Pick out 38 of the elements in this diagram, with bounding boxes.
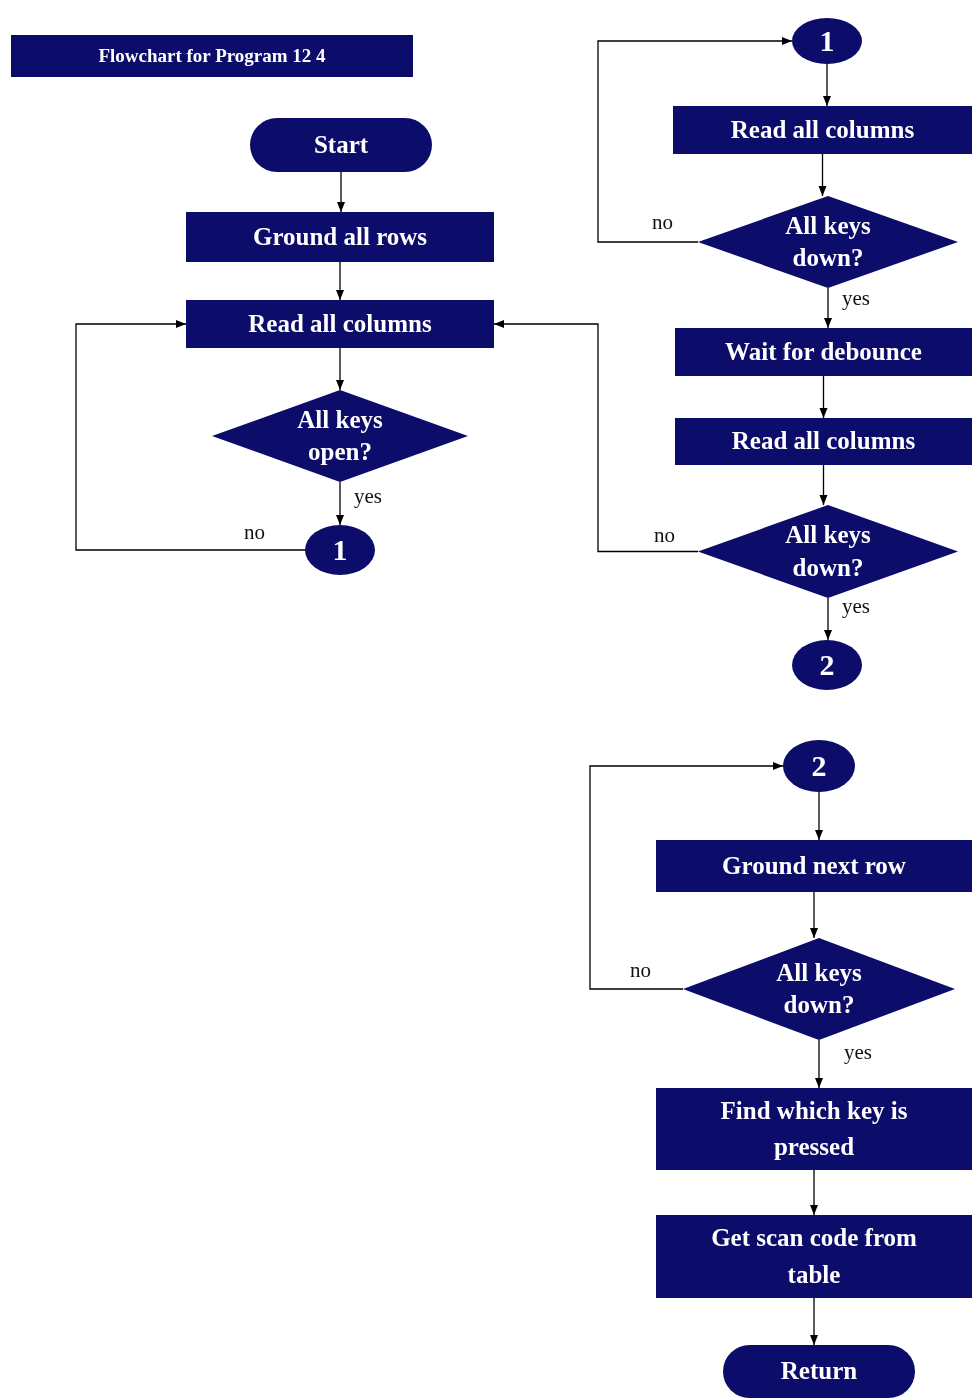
process-box: Read all columns [673, 106, 972, 154]
process-box: Wait for debounce [675, 328, 972, 376]
process-box: Ground next row [656, 840, 972, 892]
arrow [335, 347, 345, 391]
arrow [819, 375, 828, 419]
arrow [823, 597, 833, 641]
arrow [823, 287, 833, 329]
connector-circle: 1 [792, 18, 862, 64]
terminal-shape: Return [723, 1345, 915, 1398]
arrow [809, 891, 819, 939]
arrow [75, 319, 306, 551]
terminal-shape: Start [250, 118, 432, 172]
arrow [597, 36, 793, 243]
arrow [336, 171, 346, 213]
arrow [335, 481, 345, 526]
connector-circle: 2 [792, 640, 862, 690]
process-box: Read all columns [186, 300, 494, 348]
process-box: Find which key is pressed [656, 1088, 972, 1170]
arrow [814, 791, 824, 841]
decision-diamond: All keys down? [698, 505, 958, 598]
connector-circle: 2 [783, 740, 855, 792]
decision-diamond: All keys down? [683, 938, 955, 1040]
connector-circle: 1 [305, 525, 375, 575]
decision-diamond: All keys open? [212, 390, 468, 482]
decision-diamond: All keys down? [698, 196, 958, 288]
arrow [335, 261, 345, 301]
arrow [818, 153, 827, 197]
arrow [819, 464, 828, 506]
process-box: Ground all rows [186, 212, 494, 262]
arrow [493, 319, 699, 553]
arrow [589, 761, 784, 990]
title-banner: Flowchart for Program 12 4 [11, 35, 413, 77]
process-box: Read all columns [675, 418, 972, 465]
arrow [814, 1039, 824, 1089]
arrow [809, 1169, 819, 1216]
arrow [822, 63, 832, 107]
arrow [809, 1297, 819, 1346]
process-box: Get scan code from table [656, 1215, 972, 1298]
